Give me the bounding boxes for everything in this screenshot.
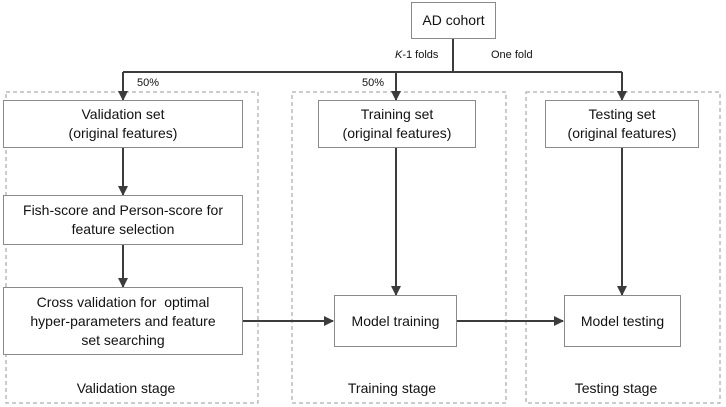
cross-validation-line-3: set searching xyxy=(81,331,165,348)
cross-validation-line-2: hyper-parameters and feature xyxy=(30,312,216,329)
model-testing-box: Model testing xyxy=(564,295,681,347)
feature-selection-line-2: feature selection xyxy=(71,221,175,237)
testing-set-subtitle: (original features) xyxy=(567,125,677,141)
model-training-box: Model training xyxy=(334,295,457,347)
testing-stage-label: Testing stage xyxy=(574,380,658,396)
model-testing-label: Model testing xyxy=(580,312,665,329)
ad-cohort-label: AD cohort xyxy=(422,12,485,28)
model-training-label: Model training xyxy=(351,312,440,329)
testing-set-title: Testing set xyxy=(588,106,656,122)
validation-stage-frame xyxy=(5,91,259,404)
training-set-title: Training set xyxy=(360,106,434,122)
training-set-subtitle: (original features) xyxy=(342,125,452,141)
feature-selection-box: Fish-score and Person-score for feature … xyxy=(3,195,243,245)
testing-set-box: Testing set (original features) xyxy=(545,100,699,148)
k-minus-one-folds-label: K-1 folds xyxy=(395,49,438,61)
one-fold-label: One fold xyxy=(491,49,533,61)
validation-stage-label: Validation stage xyxy=(76,380,176,396)
validation-set-box: Validation set (original features) xyxy=(3,100,243,148)
cross-validation-line-1: Cross validation for optimal xyxy=(36,293,210,310)
validation-set-title: Validation set xyxy=(81,106,165,122)
k-minus-one-rest: -1 folds xyxy=(402,49,439,61)
training-set-box: Training set (original features) xyxy=(318,100,476,148)
validation-share-label: 50% xyxy=(137,77,160,89)
training-share-label: 50% xyxy=(362,77,385,89)
feature-selection-line-1: Fish-score and Person-score for xyxy=(23,202,223,218)
ad-cohort-box: AD cohort xyxy=(411,2,496,39)
k-variable: K xyxy=(395,49,403,61)
validation-set-subtitle: (original features) xyxy=(68,125,178,141)
cross-validation-box: Cross validation for optimal hyper-param… xyxy=(3,287,243,355)
training-stage-label: Training stage xyxy=(347,380,437,396)
testing-stage-frame xyxy=(525,91,721,404)
